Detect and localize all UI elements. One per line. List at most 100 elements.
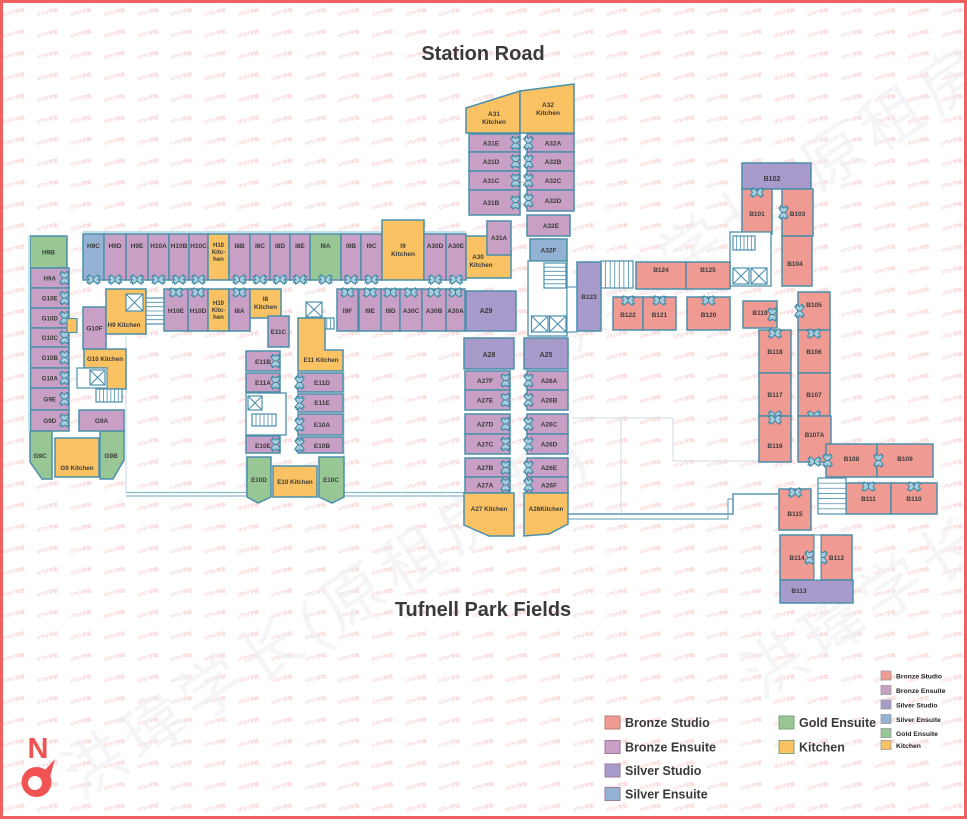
svg-text:Silver Ensuite: Silver Ensuite — [625, 788, 708, 802]
svg-text:A31E: A31E — [483, 140, 500, 147]
svg-text:E10E: E10E — [255, 443, 272, 450]
svg-text:A32D: A32D — [545, 198, 562, 205]
svg-text:B120: B120 — [701, 312, 717, 319]
svg-text:B111: B111 — [861, 496, 876, 503]
svg-text:A32: A32 — [542, 102, 554, 109]
svg-text:Silver Studio: Silver Studio — [896, 703, 938, 710]
svg-text:A25: A25 — [540, 352, 553, 359]
svg-text:H9A: H9A — [44, 275, 57, 282]
svg-text:B107: B107 — [806, 392, 822, 399]
svg-text:Kitchen: Kitchen — [799, 741, 845, 755]
svg-text:A26C: A26C — [541, 421, 558, 428]
svg-text:A27A: A27A — [477, 482, 494, 489]
svg-text:H10A: H10A — [150, 243, 167, 250]
svg-text:A27D: A27D — [477, 421, 494, 428]
svg-text:Silver Ensuite: Silver Ensuite — [896, 717, 941, 724]
svg-text:B107A: B107A — [805, 432, 825, 439]
svg-text:Silver Studio: Silver Studio — [625, 764, 702, 778]
svg-text:B115: B115 — [787, 511, 803, 518]
svg-text:B113: B113 — [791, 588, 807, 595]
svg-text:A32E: A32E — [543, 223, 560, 230]
svg-text:A31C: A31C — [483, 178, 500, 185]
svg-text:E11 Kitchen: E11 Kitchen — [303, 357, 338, 364]
svg-text:I8: I8 — [263, 296, 269, 303]
svg-text:H9E: H9E — [131, 243, 144, 250]
svg-text:I8E: I8E — [295, 243, 305, 250]
svg-text:A30: A30 — [472, 254, 484, 261]
svg-text:I9F: I9F — [343, 308, 352, 315]
svg-text:B124: B124 — [653, 267, 669, 274]
svg-text:H9C: H9C — [87, 243, 100, 250]
svg-text:I9E: I9E — [365, 308, 375, 315]
svg-text:A27B: A27B — [477, 465, 494, 472]
svg-text:A27E: A27E — [477, 397, 494, 404]
svg-text:A27 Kitchen: A27 Kitchen — [471, 506, 508, 513]
svg-text:A32F: A32F — [541, 247, 557, 254]
svg-text:G9 Kitchen: G9 Kitchen — [60, 465, 93, 472]
svg-text:H10C: H10C — [190, 243, 207, 250]
svg-text:A27C: A27C — [477, 441, 494, 448]
svg-text:Kitchen: Kitchen — [896, 743, 921, 750]
svg-text:H10B: H10B — [171, 243, 188, 250]
svg-text:I8C: I8C — [255, 243, 265, 250]
svg-text:A27F: A27F — [477, 378, 493, 385]
svg-text:A32B: A32B — [545, 159, 562, 166]
svg-text:G9C: G9C — [33, 453, 47, 460]
svg-text:I9: I9 — [400, 243, 406, 250]
svg-text:Gold Ensuite: Gold Ensuite — [896, 731, 938, 738]
svg-text:H10: H10 — [213, 301, 225, 307]
svg-text:B104: B104 — [787, 261, 803, 268]
svg-text:I9A: I9A — [320, 243, 330, 250]
svg-text:A26B: A26B — [541, 397, 558, 404]
svg-text:B119: B119 — [752, 310, 768, 317]
svg-text:B103: B103 — [790, 211, 806, 218]
svg-text:B108: B108 — [844, 456, 860, 463]
svg-text:Kitchen: Kitchen — [254, 304, 277, 311]
svg-text:A26A: A26A — [541, 378, 558, 385]
svg-text:A26F: A26F — [541, 482, 557, 489]
svg-text:G9A: G9A — [95, 418, 109, 425]
svg-text:A30C: A30C — [403, 308, 420, 315]
svg-text:N: N — [28, 733, 49, 765]
svg-text:B105: B105 — [806, 302, 822, 309]
svg-text:G10E: G10E — [42, 295, 58, 302]
svg-text:A31B: A31B — [483, 200, 500, 207]
svg-text:B110: B110 — [906, 496, 922, 503]
svg-text:A30B: A30B — [426, 308, 443, 315]
svg-text:G10 Kitchen: G10 Kitchen — [87, 356, 123, 363]
svg-text:I8A: I8A — [234, 308, 244, 315]
svg-text:A30D: A30D — [427, 243, 444, 250]
svg-text:Station Road: Station Road — [421, 43, 544, 65]
svg-text:G10C: G10C — [42, 335, 59, 342]
svg-text:B121: B121 — [652, 312, 668, 319]
svg-text:E11A: E11A — [255, 380, 271, 387]
svg-text:A30A: A30A — [447, 308, 464, 315]
svg-text:Kitchen: Kitchen — [482, 119, 506, 126]
svg-text:B109: B109 — [897, 456, 913, 463]
svg-text:G9D: G9D — [43, 418, 56, 425]
svg-text:B102: B102 — [764, 176, 781, 183]
svg-text:H10: H10 — [213, 243, 225, 249]
svg-text:Bronze Ensuite: Bronze Ensuite — [896, 688, 946, 695]
svg-text:A31D: A31D — [483, 159, 500, 166]
svg-text:H9D: H9D — [108, 243, 121, 250]
svg-text:I9D: I9D — [385, 308, 395, 315]
svg-text:B117: B117 — [767, 392, 783, 399]
svg-text:E10D: E10D — [251, 477, 267, 484]
svg-text:hen: hen — [213, 257, 224, 263]
svg-text:E11C: E11C — [271, 329, 287, 336]
svg-text:G10D: G10D — [42, 315, 59, 322]
svg-text:A26E: A26E — [541, 465, 558, 472]
svg-text:E10A: E10A — [314, 422, 331, 429]
svg-text:E11B: E11B — [255, 359, 271, 366]
svg-text:I9B: I9B — [346, 243, 356, 250]
svg-text:B123: B123 — [581, 294, 597, 301]
svg-text:E10C: E10C — [323, 477, 339, 484]
svg-text:I8B: I8B — [234, 243, 244, 250]
svg-text:E11E: E11E — [314, 400, 330, 407]
svg-text:Kitc-: Kitc- — [212, 308, 225, 314]
svg-text:A31A: A31A — [491, 235, 508, 242]
svg-text:G10B: G10B — [42, 355, 59, 362]
svg-text:G10A: G10A — [42, 375, 59, 382]
svg-text:B114: B114 — [789, 555, 805, 562]
